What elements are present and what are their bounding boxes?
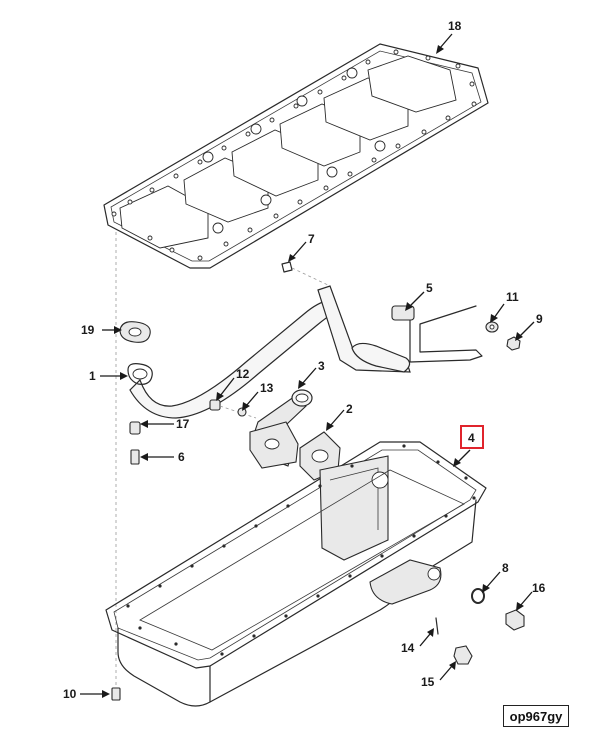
- gasket-bolt-holes: [111, 49, 477, 261]
- svg-text:1: 1: [89, 369, 96, 383]
- svg-text:9: 9: [536, 312, 543, 326]
- callout-3[interactable]: 3: [298, 359, 325, 389]
- reference-code-label: op967gy: [503, 705, 569, 727]
- callout-7[interactable]: 7: [288, 232, 315, 262]
- svg-text:17: 17: [176, 417, 190, 431]
- svg-text:2: 2: [346, 402, 353, 416]
- svg-text:19: 19: [81, 323, 95, 337]
- svg-text:11: 11: [506, 290, 519, 304]
- drain-plug-16: [505, 609, 525, 631]
- callout-1[interactable]: 1: [89, 369, 128, 383]
- washer-11: [485, 321, 499, 333]
- svg-text:7: 7: [308, 232, 315, 246]
- o-ring-8: [471, 588, 485, 604]
- spacer-17: [129, 421, 141, 435]
- callout-4-highlight: [460, 425, 484, 449]
- callout-16[interactable]: 16: [516, 581, 546, 611]
- oil-pan-gasket: [103, 43, 489, 269]
- pin-14: [435, 617, 439, 635]
- sensor-15: [453, 645, 473, 665]
- oil-suction-tube: [127, 285, 483, 419]
- svg-text:13: 13: [260, 381, 274, 395]
- callouts: 18 7 5 11 9 19: [63, 19, 546, 701]
- stud-6: [130, 449, 140, 465]
- svg-text:5: 5: [426, 281, 433, 295]
- nut-9: [506, 336, 521, 351]
- callout-18[interactable]: 18: [436, 19, 462, 54]
- svg-text:8: 8: [502, 561, 509, 575]
- svg-text:12: 12: [236, 367, 250, 381]
- oil-pan: [105, 441, 487, 707]
- callout-12[interactable]: 12: [216, 367, 250, 401]
- svg-text:4: 4: [468, 431, 475, 445]
- gasket-windows: [119, 55, 457, 249]
- svg-text:10: 10: [63, 687, 77, 701]
- callout-13[interactable]: 13: [242, 381, 274, 411]
- flange-gasket-19: [119, 321, 151, 343]
- callout-17[interactable]: 17: [140, 417, 190, 431]
- elbow-connector-3: [249, 389, 313, 469]
- svg-text:3: 3: [318, 359, 325, 373]
- svg-text:16: 16: [532, 581, 546, 595]
- callout-10[interactable]: 10: [63, 687, 110, 701]
- bolt-7: [281, 261, 331, 287]
- callout-6[interactable]: 6: [140, 450, 185, 464]
- svg-text:18: 18: [448, 19, 462, 33]
- oil-pan-bolt-holes: [126, 444, 476, 656]
- callout-9[interactable]: 9: [515, 312, 543, 341]
- svg-text:14: 14: [401, 641, 415, 655]
- callout-2[interactable]: 2: [326, 402, 353, 431]
- svg-text:6: 6: [178, 450, 185, 464]
- callout-15[interactable]: 15: [421, 661, 456, 689]
- svg-text:15: 15: [421, 675, 435, 689]
- bolt-10: [111, 687, 121, 701]
- callout-8[interactable]: 8: [482, 561, 509, 593]
- callout-11[interactable]: 11: [490, 290, 519, 323]
- washer-13: [237, 407, 247, 417]
- callout-4[interactable]: 4: [453, 431, 475, 467]
- callout-14[interactable]: 14: [401, 628, 434, 655]
- callout-5[interactable]: 5: [405, 281, 433, 311]
- callout-19[interactable]: 19: [81, 323, 122, 337]
